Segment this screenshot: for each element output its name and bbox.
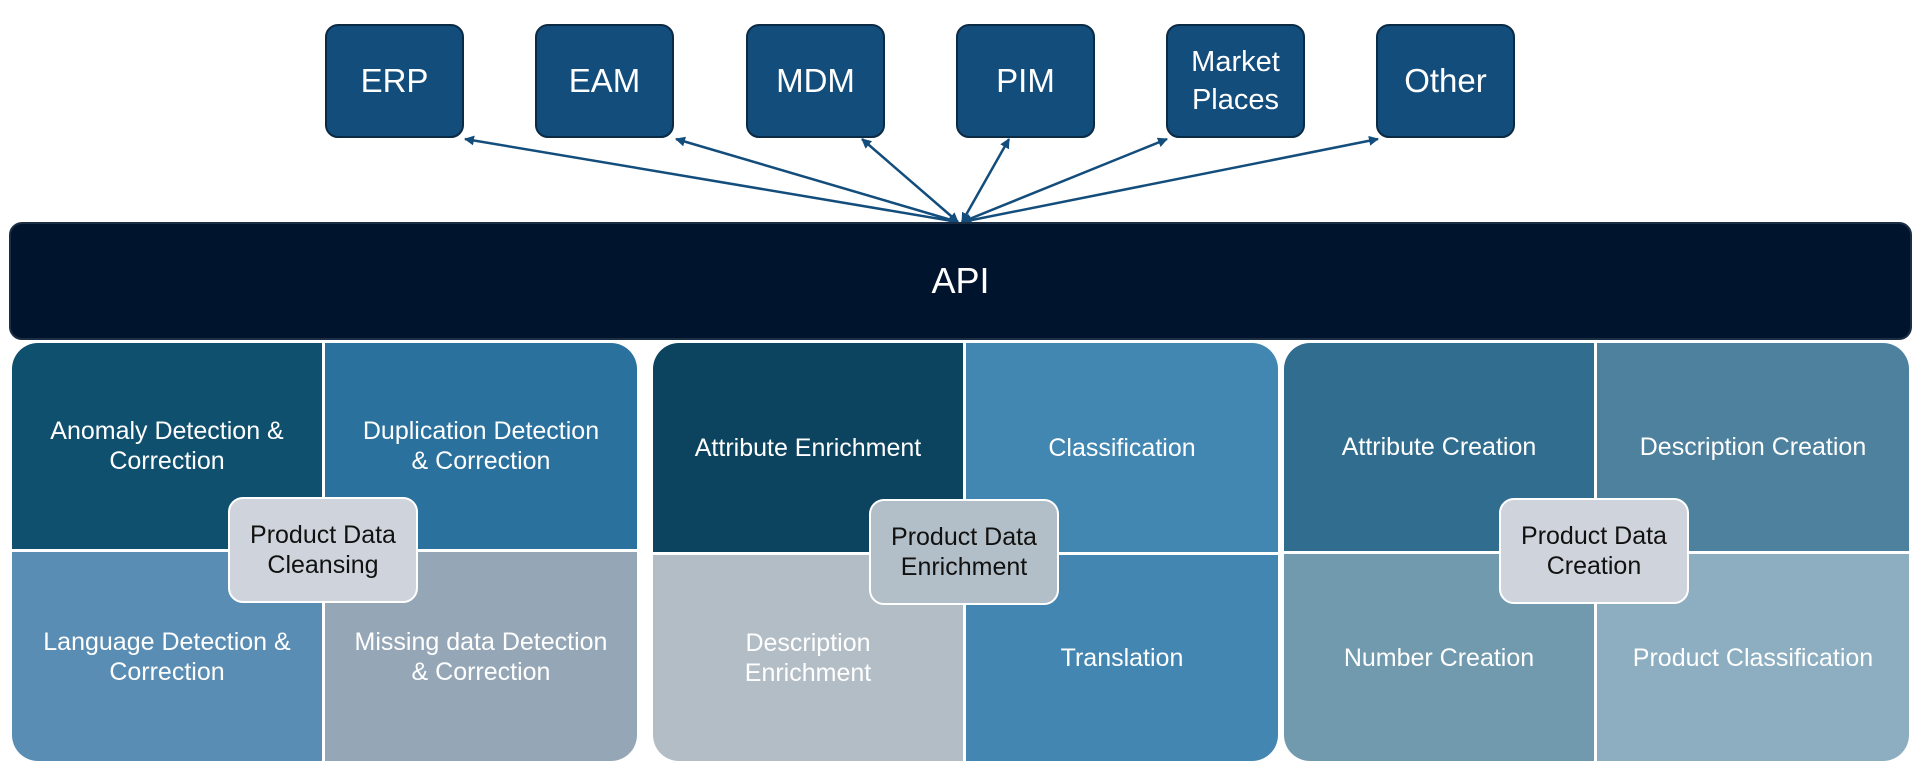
- api-label: API: [931, 260, 990, 301]
- arrow-market-places: [961, 137, 1168, 224]
- description-enrichment-cell: Description Enrichment: [653, 555, 963, 761]
- product-data-creation-label: Product Data Creation: [1499, 498, 1689, 604]
- product-classification-cell: Product Classification: [1597, 554, 1909, 761]
- arrow-mdm: [861, 138, 959, 223]
- product-data-enrichment-label: Product Data Enrichment: [869, 499, 1059, 605]
- attribute-creation-cell: Attribute Creation: [1284, 343, 1594, 551]
- translation-cell: Translation: [966, 555, 1278, 761]
- arrow-pim: [960, 138, 1011, 223]
- arrow-other: [961, 135, 1379, 226]
- product-data-cleansing-label: Product Data Cleansing: [228, 497, 418, 603]
- market-places-box: Market Places: [1166, 24, 1305, 138]
- api-bar: API: [9, 222, 1912, 340]
- connector-arrows: [464, 135, 1379, 226]
- pim-box: PIM: [956, 24, 1095, 138]
- product-data-enrichment-group: Attribute Enrichment Classification Desc…: [653, 343, 1278, 761]
- mdm-box: MDM: [746, 24, 885, 138]
- arrow-erp: [464, 135, 959, 226]
- other-box: Other: [1376, 24, 1515, 138]
- erp-box: ERP: [325, 24, 464, 138]
